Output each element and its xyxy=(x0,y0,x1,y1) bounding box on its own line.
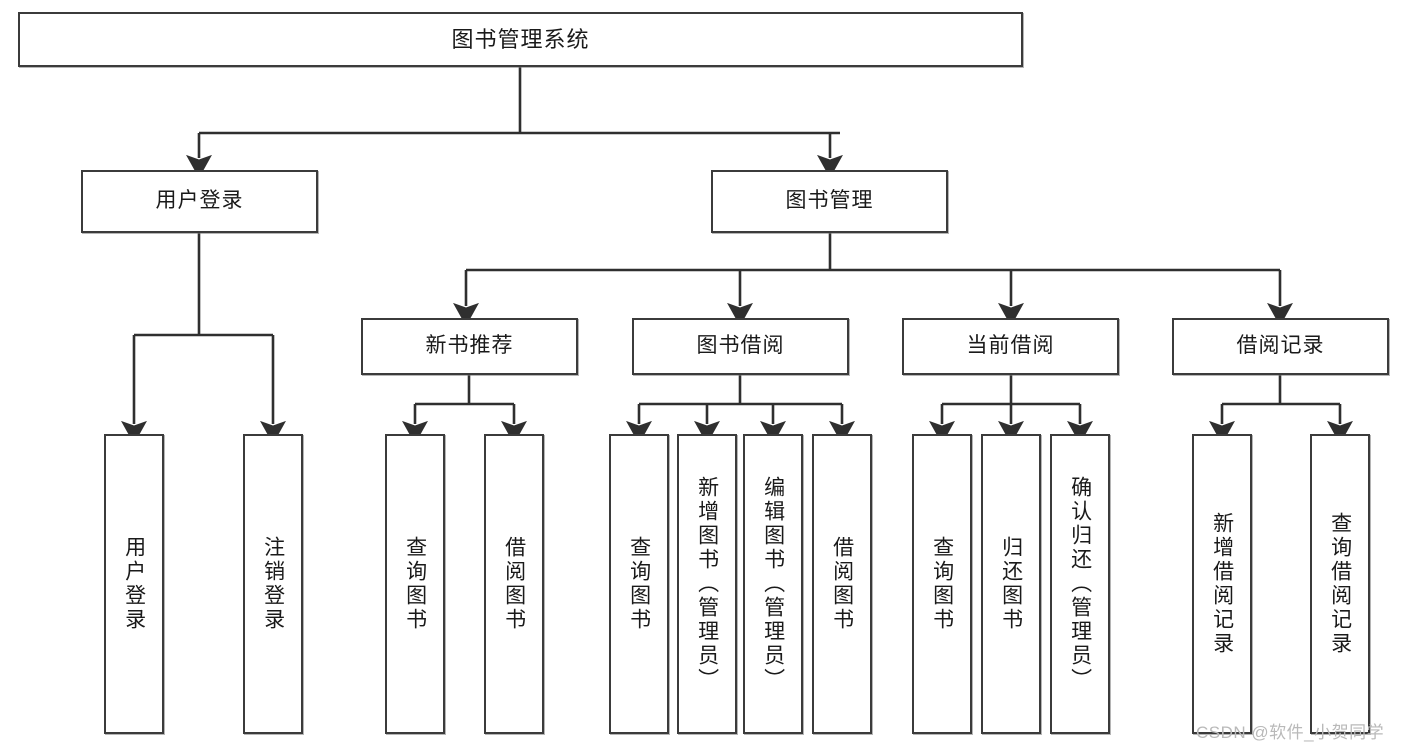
node-root-system[interactable]: 图书管理系统 xyxy=(18,12,1023,67)
node-book-borrow[interactable]: 图书借阅 xyxy=(632,318,849,375)
node-label: 借阅记录 xyxy=(1236,334,1325,358)
leaf-user-login[interactable]: 用户登录 xyxy=(104,434,164,734)
node-label: 注销登录 xyxy=(261,536,285,632)
leaf-borrow-book[interactable]: 借阅图书 xyxy=(812,434,872,734)
leaf-add-book[interactable]: 新增图书（管理员） xyxy=(677,434,737,734)
node-new-book-recommend[interactable]: 新书推荐 xyxy=(361,318,578,375)
node-label: 当前借阅 xyxy=(966,334,1055,358)
node-label: 借阅图书 xyxy=(830,536,854,632)
node-label: 新书推荐 xyxy=(425,334,514,358)
leaf-query-book-borrow[interactable]: 查询图书 xyxy=(609,434,669,734)
node-label: 查询借阅记录 xyxy=(1328,512,1352,656)
leaf-logout-login[interactable]: 注销登录 xyxy=(243,434,303,734)
node-label: 图书借阅 xyxy=(696,334,785,358)
leaf-query-book-current[interactable]: 查询图书 xyxy=(912,434,972,734)
node-user-login[interactable]: 用户登录 xyxy=(81,170,318,233)
csdn-watermark: CSDN @软件_小贺同学 xyxy=(1196,723,1385,742)
node-book-management[interactable]: 图书管理 xyxy=(711,170,948,233)
leaf-confirm-return[interactable]: 确认归还（管理员） xyxy=(1050,434,1110,734)
node-label: 查询图书 xyxy=(403,536,427,632)
node-label: 图书管理系统 xyxy=(451,26,590,52)
node-label: 图书管理 xyxy=(785,189,874,213)
node-label: 确认归还（管理员） xyxy=(1068,476,1092,692)
leaf-query-borrow-record[interactable]: 查询借阅记录 xyxy=(1310,434,1370,734)
node-label: 用户登录 xyxy=(155,189,244,213)
node-label: 编辑图书（管理员） xyxy=(761,476,785,692)
leaf-edit-book[interactable]: 编辑图书（管理员） xyxy=(743,434,803,734)
node-label: 新增图书（管理员） xyxy=(695,476,719,692)
leaf-return-book[interactable]: 归还图书 xyxy=(981,434,1041,734)
node-label: 归还图书 xyxy=(999,536,1023,632)
node-label: 查询图书 xyxy=(930,536,954,632)
node-borrow-record[interactable]: 借阅记录 xyxy=(1172,318,1389,375)
leaf-borrow-book-recommend[interactable]: 借阅图书 xyxy=(484,434,544,734)
leaf-add-borrow-record[interactable]: 新增借阅记录 xyxy=(1192,434,1252,734)
node-current-borrow[interactable]: 当前借阅 xyxy=(902,318,1119,375)
node-label: 用户登录 xyxy=(122,536,146,632)
node-label: 借阅图书 xyxy=(502,536,526,632)
node-label: 新增借阅记录 xyxy=(1210,512,1234,656)
node-label: 查询图书 xyxy=(627,536,651,632)
leaf-query-book-recommend[interactable]: 查询图书 xyxy=(385,434,445,734)
